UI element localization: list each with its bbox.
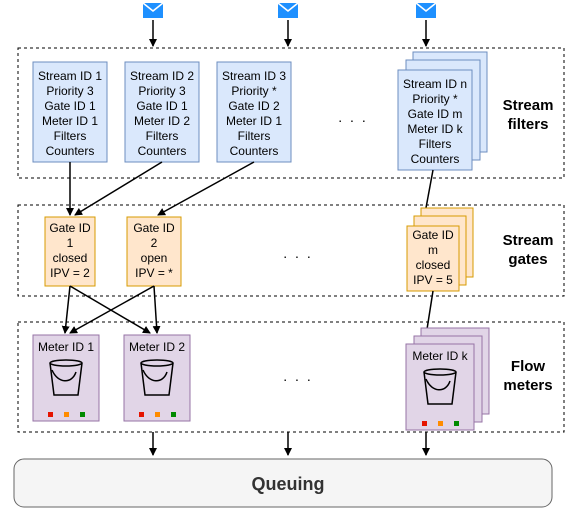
queuing-label: Queuing	[252, 474, 325, 494]
filter-line: Counters	[138, 144, 187, 158]
filter-line: Meter ID 1	[42, 114, 98, 128]
meter-light-red	[139, 412, 144, 417]
filter-line: Counters	[411, 152, 460, 166]
meter-light-green	[171, 412, 176, 417]
gate-line: closed	[53, 251, 88, 265]
filter-line: Filters	[419, 137, 452, 151]
meter-label: Meter ID 2	[129, 340, 185, 354]
filter-line: Priority *	[231, 84, 277, 98]
meter-light-orange	[438, 421, 443, 426]
filter-line: Gate ID m	[408, 107, 463, 121]
flow-meters-frame	[17, 321, 565, 433]
filter-line: Priority 3	[46, 84, 94, 98]
connector-arrow	[152, 285, 161, 334]
stream-gate-1: Gate ID 1 closed IPV = 2	[44, 216, 96, 287]
gate-line: Gate ID	[133, 221, 175, 235]
filter-line: Filters	[146, 129, 179, 143]
gate-line: closed	[416, 258, 451, 272]
meter-light-red	[48, 412, 53, 417]
flow-meter-k-stack: Meter ID k	[405, 327, 490, 431]
connector-arrow	[69, 285, 155, 334]
section-label: Stream	[503, 97, 554, 114]
connector-arrow	[61, 285, 71, 334]
gate-line: Gate ID	[49, 221, 91, 235]
filter-line: Stream ID 1	[38, 69, 102, 83]
bucket-icon	[423, 368, 457, 405]
filter-line: Priority *	[412, 92, 458, 106]
filter-line: Meter ID 1	[226, 114, 282, 128]
stream-gate-m-stack: Gate ID m closed IPV = 5	[406, 207, 474, 292]
filter-line: Gate ID 2	[228, 99, 280, 113]
ellipsis: . . .	[283, 245, 312, 261]
gate-line: 1	[67, 236, 74, 250]
stream-filter-3: Stream ID 3 Priority * Gate ID 2 Meter I…	[216, 61, 292, 163]
filter-line: Meter ID 2	[134, 114, 190, 128]
queuing-box	[13, 458, 553, 508]
connector-arrow	[74, 161, 163, 216]
filter-line: Stream ID n	[403, 77, 467, 91]
stream-gates-frame	[17, 204, 565, 297]
filter-line: Stream ID 3	[222, 69, 286, 83]
section-label: filters	[508, 116, 549, 133]
bucket-icon	[49, 359, 83, 396]
envelope-icon	[415, 2, 437, 18]
section-label: meters	[503, 377, 552, 394]
gate-line: 2	[151, 236, 158, 250]
meter-label: Meter ID 1	[38, 340, 94, 354]
section-label: Flow	[511, 358, 545, 375]
section-label: gates	[508, 251, 547, 268]
gate-line: IPV = 2	[50, 266, 90, 280]
stream-filter-1: Stream ID 1 Priority 3 Gate ID 1 Meter I…	[32, 61, 108, 163]
meter-light-green	[454, 421, 459, 426]
connector-arrow	[157, 161, 255, 216]
envelope-icon	[277, 2, 299, 18]
meter-light-orange	[64, 412, 69, 417]
filter-line: Stream ID 2	[130, 69, 194, 83]
ellipsis: . . .	[338, 109, 367, 125]
meter-light-red	[422, 421, 427, 426]
stream-gate-2: Gate ID 2 open IPV = *	[126, 216, 182, 287]
connector-arrow	[69, 285, 151, 334]
filter-line: Filters	[238, 129, 271, 143]
filter-line: Counters	[230, 144, 279, 158]
flow-meter-1: Meter ID 1	[32, 334, 100, 422]
section-label: Stream	[503, 232, 554, 249]
filter-line: Meter ID k	[407, 122, 463, 136]
gate-line: IPV = 5	[413, 273, 453, 287]
filter-line: Gate ID 1	[136, 99, 188, 113]
filter-line: Counters	[46, 144, 95, 158]
filter-line: Priority 3	[138, 84, 186, 98]
stream-filter-n-stack: Stream ID n Priority * Gate ID m Meter I…	[397, 51, 488, 171]
filter-line: Gate ID 1	[44, 99, 96, 113]
envelope-icon	[142, 2, 164, 18]
gate-line: IPV = *	[135, 266, 173, 280]
flow-meter-2: Meter ID 2	[123, 334, 191, 422]
meter-light-green	[80, 412, 85, 417]
meter-label: Meter ID k	[412, 349, 468, 363]
ellipsis: . . .	[283, 368, 312, 384]
meter-light-orange	[155, 412, 160, 417]
gate-line: Gate ID	[412, 228, 454, 242]
gate-line: open	[141, 251, 168, 265]
filter-line: Filters	[54, 129, 87, 143]
gate-line: m	[428, 243, 438, 257]
bucket-icon	[140, 359, 174, 396]
stream-filters-frame	[17, 47, 565, 179]
stream-filter-2: Stream ID 2 Priority 3 Gate ID 1 Meter I…	[124, 61, 200, 163]
